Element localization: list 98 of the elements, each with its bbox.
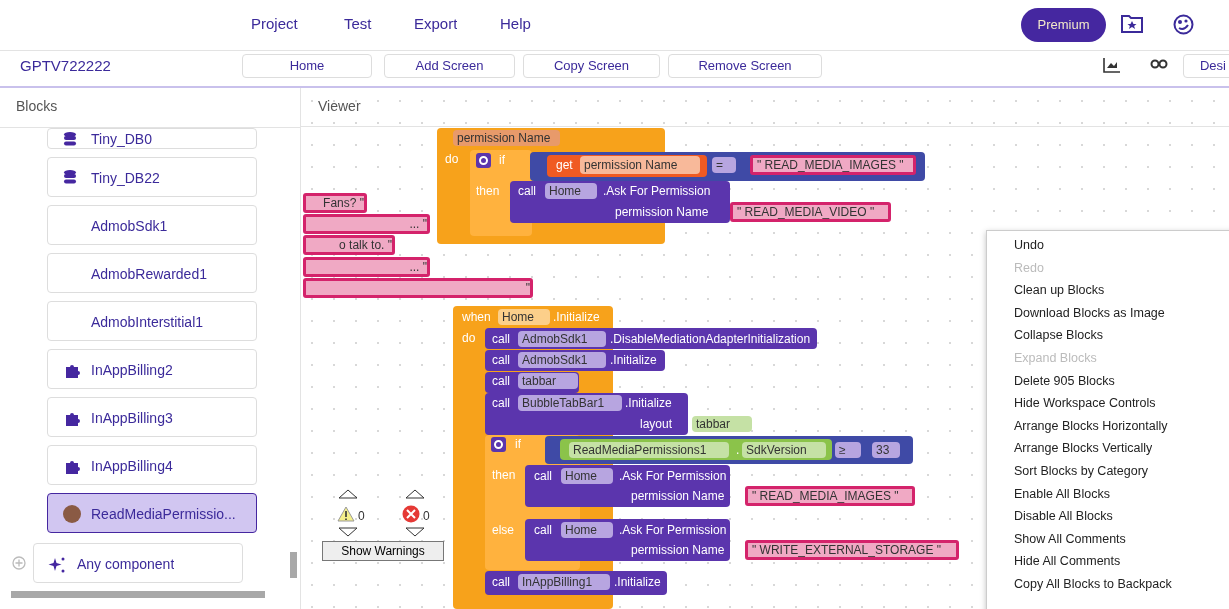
- toolbar-button: Home: [242, 54, 372, 78]
- menu-link: Help: [500, 14, 531, 34]
- menu-item: Enable All Blocks: [1014, 486, 1110, 503]
- text-block: " WRITE_EXTERNAL_STORAGE ": [745, 540, 959, 560]
- menu-item: Disable All Blocks: [1014, 508, 1113, 525]
- block-text: call: [492, 373, 510, 389]
- toolbar-button: Add Screen: [384, 54, 515, 78]
- menu-item: Delete 905 Blocks: [1014, 373, 1115, 390]
- dropdown-field: SdkVersion: [742, 442, 826, 458]
- component-name: InAppBilling4: [91, 457, 173, 476]
- menu-item: Collapse Blocks: [1014, 327, 1103, 344]
- component-name: Tiny_DB0: [91, 130, 152, 148]
- text-block: " READ_MEDIA_IMAGES ": [745, 486, 915, 506]
- menu-item: Download Blocks as Image: [1014, 305, 1165, 322]
- show-warnings-button: Show Warnings: [322, 541, 444, 561]
- block-text: call: [492, 331, 510, 347]
- dropdown-field: AdmobSdk1: [518, 352, 606, 368]
- dropdown-field: tabbar: [692, 416, 752, 432]
- dropdown-field: 33: [872, 442, 900, 458]
- component-name: AdmobRewarded1: [91, 265, 207, 284]
- menu-item: Show All Comments: [1014, 531, 1126, 548]
- menu-item: Expand Blocks: [1014, 350, 1097, 367]
- block-text: do: [462, 330, 476, 346]
- menu-link: Export: [414, 14, 458, 34]
- block-text: .Initialize: [614, 574, 661, 590]
- block-text: .Ask For Permission: [603, 183, 711, 199]
- parameter-field: permission Name: [453, 130, 560, 146]
- block-text: call: [518, 183, 536, 199]
- toolbar-button: Remove Screen: [668, 54, 822, 78]
- block-text: when: [462, 309, 491, 325]
- panel-title: Blocks: [16, 97, 58, 116]
- text-block: ... ": [303, 214, 430, 234]
- menu-item: Redo: [1014, 260, 1044, 277]
- component-name: Any component: [77, 555, 175, 574]
- dropdown-field: ≥: [835, 442, 861, 458]
- text-block: " READ_MEDIA_IMAGES ": [750, 155, 916, 175]
- block-text: then: [492, 467, 516, 483]
- component-name: ReadMediaPermissio...: [91, 505, 236, 524]
- block-text: permission Name: [631, 542, 725, 558]
- block-text: if: [499, 152, 505, 168]
- text-block: o talk to. ": [303, 235, 395, 255]
- block-text: permission Name: [615, 204, 709, 220]
- menu-item: Arrange Blocks Horizontally: [1014, 418, 1168, 435]
- text-block: ... ": [303, 257, 430, 277]
- block-text: .Initialize: [553, 309, 600, 325]
- menu-item: Clean up Blocks: [1014, 282, 1105, 299]
- block-text: .Initialize: [610, 352, 657, 368]
- text-block: " READ_MEDIA_VIDEO ": [730, 202, 891, 222]
- count-text: 0: [358, 508, 365, 524]
- block-text: .Initialize: [625, 395, 672, 411]
- component-name: Tiny_DB22: [91, 169, 160, 188]
- dropdown-field: ReadMediaPermissions1: [569, 442, 729, 458]
- count-text: 0: [423, 508, 430, 524]
- block-text: get: [556, 157, 573, 173]
- block-text: .: [736, 442, 740, 458]
- block-text: else: [492, 522, 514, 538]
- component-name: AdmobInterstitial1: [91, 313, 204, 332]
- component-name: AdmobSdk1: [91, 217, 168, 236]
- block-text: call: [534, 522, 552, 538]
- block-text: permission Name: [631, 488, 725, 504]
- dropdown-field: BubbleTabBar1: [518, 395, 622, 411]
- toolbar-button: Desi: [1183, 54, 1229, 78]
- dropdown-field: permission Name: [580, 156, 700, 174]
- dropdown-field: tabbar: [518, 373, 578, 389]
- menu-item: Sort Blocks by Category: [1014, 463, 1149, 480]
- menu-item: Hide All Comments: [1014, 553, 1121, 570]
- block-text: call: [534, 468, 552, 484]
- block-text: .DisableMediationAdapterInitialization: [610, 331, 811, 347]
- dropdown-field: =: [712, 157, 736, 173]
- block-text: call: [492, 574, 510, 590]
- toolbar-button: Copy Screen: [523, 54, 660, 78]
- block-text: call: [492, 352, 510, 368]
- dropdown-field: Home: [561, 522, 613, 538]
- component-name: InAppBilling3: [91, 409, 173, 428]
- menu-item: Hide Workspace Controls: [1014, 395, 1156, 412]
- dropdown-field: AdmobSdk1: [518, 331, 606, 347]
- dropdown-field: Home: [498, 309, 550, 325]
- menu-item: Copy All Blocks to Backpack: [1014, 576, 1172, 593]
- block-text: call: [492, 395, 510, 411]
- block-text: if: [515, 436, 521, 452]
- menu-item: Arrange Blocks Vertically: [1014, 440, 1153, 457]
- dropdown-field: Home: [545, 183, 597, 199]
- block-text: layout: [640, 416, 673, 432]
- menu-item: Undo: [1014, 237, 1044, 254]
- block-text: then: [476, 183, 500, 199]
- text-block: Fans? ": [303, 193, 367, 213]
- component-name: InAppBilling2: [91, 361, 173, 380]
- dropdown-field: InAppBilling1: [518, 574, 610, 590]
- block-text: .Ask For Permission: [619, 468, 727, 484]
- text-block: ": [303, 278, 533, 298]
- panel-title: Viewer: [318, 97, 361, 116]
- block-text: .Ask For Permission: [619, 522, 727, 538]
- block-text: do: [445, 151, 459, 167]
- premium-button: Premium: [1021, 8, 1106, 42]
- project-name: GPTV722222: [20, 56, 111, 76]
- menu-link: Test: [344, 14, 372, 34]
- menu-link: Project: [251, 14, 298, 34]
- dropdown-field: Home: [561, 468, 613, 484]
